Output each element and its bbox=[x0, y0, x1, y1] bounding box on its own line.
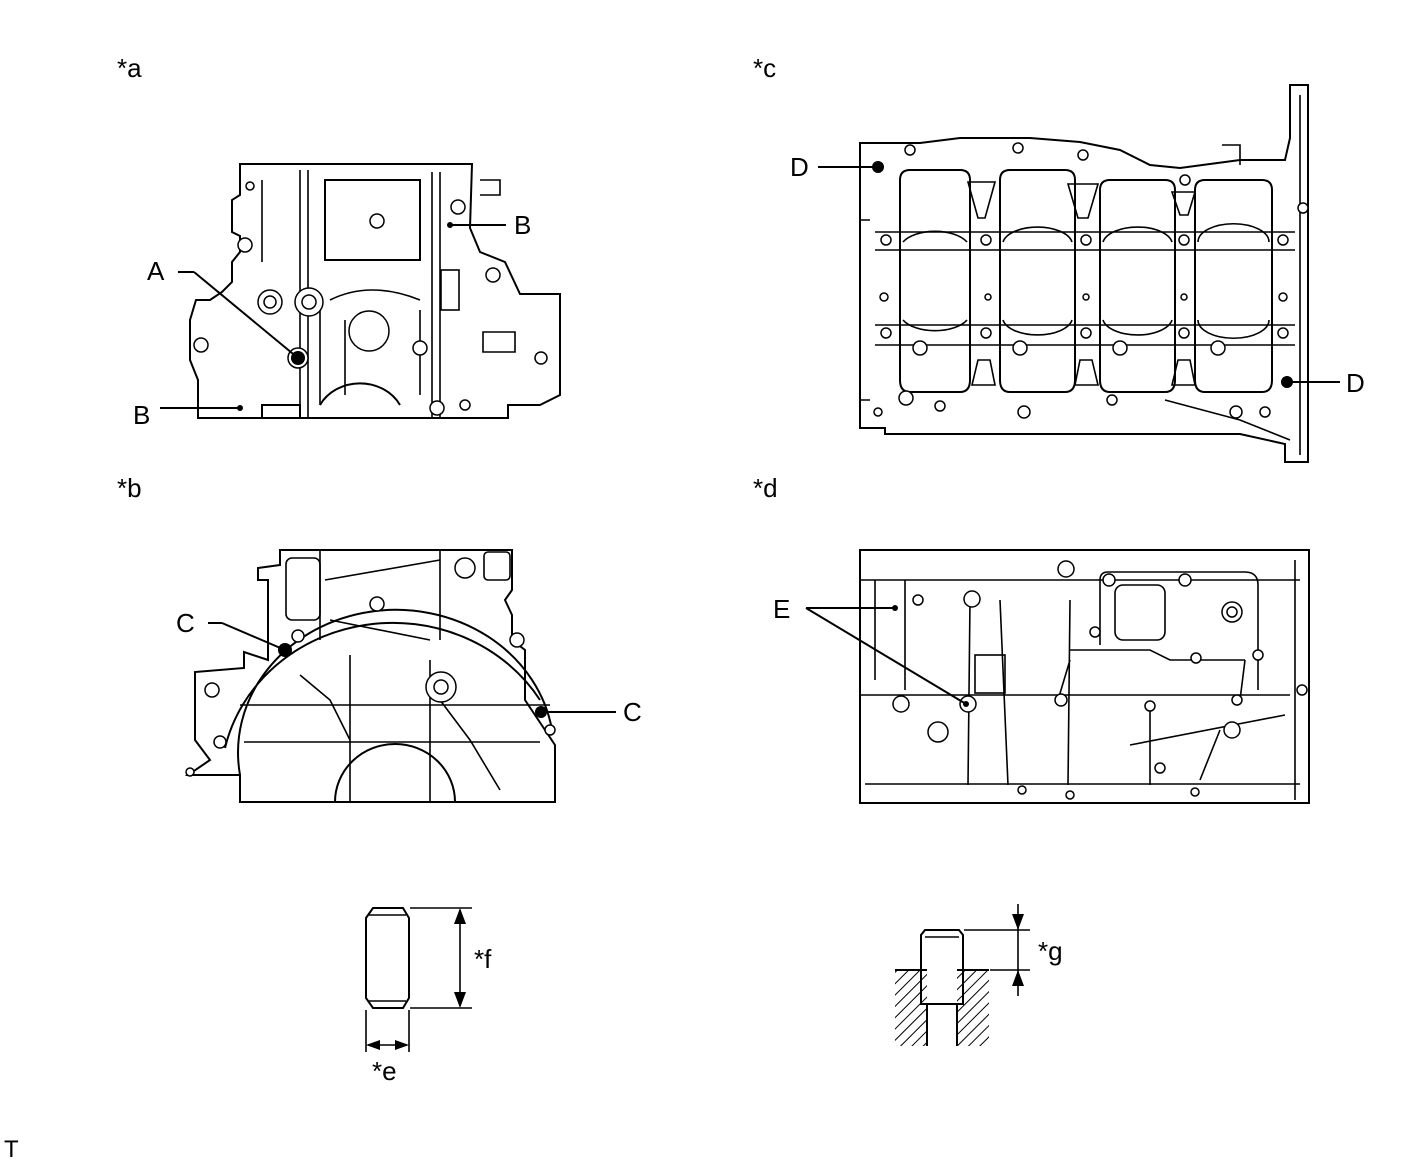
view-c-callouts: D D bbox=[790, 152, 1365, 398]
view-b-callouts: C C bbox=[176, 608, 642, 727]
dowel-pin-dimension: *f *e bbox=[365, 907, 492, 1086]
view-d-label: *d bbox=[753, 473, 778, 503]
pin-protrusion-dimension: *g bbox=[895, 904, 1063, 1046]
callout-d-lower: D bbox=[1346, 368, 1365, 398]
callout-e: E bbox=[773, 594, 790, 624]
view-a-block-side: *a bbox=[117, 53, 561, 419]
view-d-block-side: *d bbox=[753, 473, 1310, 804]
view-a-label: *a bbox=[117, 53, 142, 83]
callout-b-lower: B bbox=[133, 400, 150, 430]
view-c-block-top: *c bbox=[753, 53, 1309, 463]
dimension-e-label: *e bbox=[372, 1056, 397, 1086]
callout-b-upper: B bbox=[514, 210, 531, 240]
callout-c-right: C bbox=[623, 697, 642, 727]
dimension-g-label: *g bbox=[1038, 936, 1063, 966]
callout-d-upper: D bbox=[790, 152, 809, 182]
view-d-callouts: E bbox=[773, 594, 969, 707]
dimension-f-label: *f bbox=[474, 944, 492, 974]
view-a-callouts: A B B bbox=[133, 210, 531, 430]
callout-c-left: C bbox=[176, 608, 195, 638]
view-c-label: *c bbox=[753, 53, 776, 83]
view-b-block-end: *b bbox=[117, 473, 556, 803]
footer-mark: T bbox=[4, 1136, 19, 1160]
callout-a: A bbox=[147, 256, 165, 286]
view-b-label: *b bbox=[117, 473, 142, 503]
